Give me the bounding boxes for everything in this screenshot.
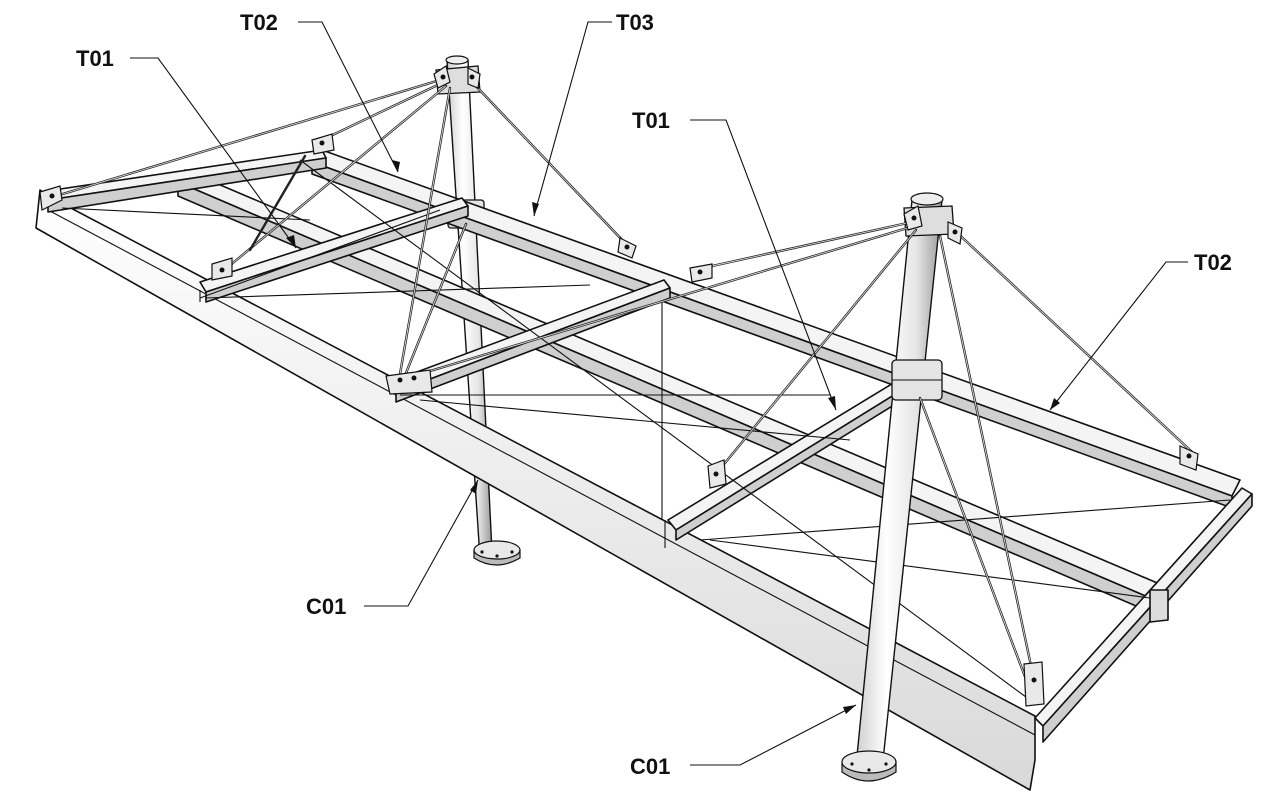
leader-c01-left [364, 479, 479, 607]
label-c01-left: C01 [306, 594, 346, 619]
leader-c01-bottom [690, 704, 857, 766]
label-c01-bottom: C01 [630, 754, 670, 779]
label-t01-left: T01 [76, 46, 114, 71]
collar-right [891, 359, 943, 401]
frame [35, 149, 1253, 791]
leader-t03 [533, 21, 612, 217]
column-right [841, 192, 955, 782]
leader-lines [130, 21, 1188, 766]
label-t03: T03 [616, 10, 654, 35]
label-t02-right: T02 [1194, 250, 1232, 275]
base-plate-right [841, 750, 897, 782]
tie-rods [54, 78, 1194, 692]
leader-t02-top [298, 21, 399, 173]
beam-right-end [1034, 487, 1253, 743]
base-plate-left [473, 540, 521, 566]
beam-left-end [39, 149, 327, 213]
leader-t01-right [690, 119, 837, 411]
callout-labels: T02 T03 T01 T01 T02 C01 C01 [76, 10, 1232, 779]
label-t01-right: T01 [632, 108, 670, 133]
beam-t01-left [199, 197, 469, 303]
leader-t02-right [1049, 261, 1188, 411]
label-t02-top: T02 [240, 10, 278, 35]
connector-plates [39, 65, 1199, 707]
leader-t01-left [130, 57, 297, 249]
